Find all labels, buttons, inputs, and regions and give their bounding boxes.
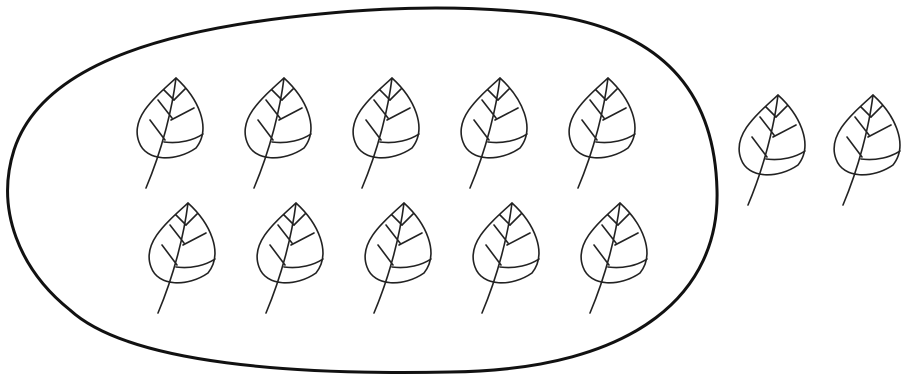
leaf-icon [365, 203, 431, 313]
leaf-icon [137, 78, 203, 188]
leaf-icon [149, 203, 215, 313]
leaf-icon [461, 78, 527, 188]
group-oval [8, 8, 717, 372]
leaf-icon [353, 78, 419, 188]
leaf-icon [834, 95, 900, 205]
leaf-icon [581, 203, 647, 313]
leaf-icon [245, 78, 311, 188]
leaf-icon [257, 203, 323, 313]
leaves-inside-oval [137, 78, 647, 313]
leaf-icon [473, 203, 539, 313]
leaves-outside-oval [739, 95, 900, 205]
leaf-icon [739, 95, 805, 205]
leaf-icon [569, 78, 635, 188]
